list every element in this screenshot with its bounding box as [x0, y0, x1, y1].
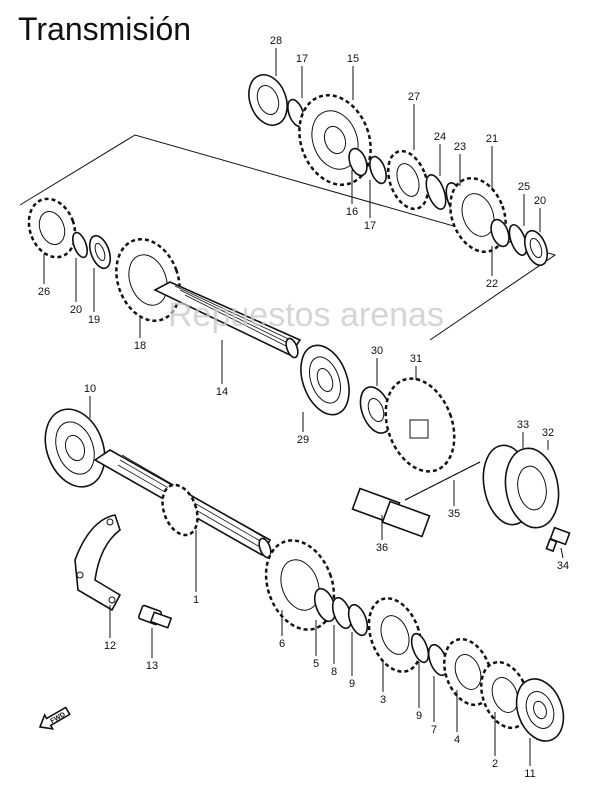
callout-29: 29	[297, 434, 309, 446]
callout-5: 5	[313, 658, 319, 670]
part-18-gear	[115, 237, 181, 323]
part-28-bearing	[248, 74, 288, 126]
callout-24: 24	[434, 131, 446, 143]
part-10-bearing	[44, 408, 106, 488]
part-1-mainshaft	[93, 449, 272, 559]
part-13-bolt	[137, 604, 173, 629]
fwd-label: FWD	[49, 711, 66, 725]
callout-16: 16	[346, 206, 358, 218]
callout-4: 4	[454, 734, 460, 746]
part-35-chain	[404, 461, 481, 501]
callout-2: 2	[492, 758, 498, 770]
part-19-washer	[88, 234, 112, 270]
callout-21: 21	[486, 133, 498, 145]
callout-6: 6	[279, 638, 285, 650]
callout-7: 7	[431, 724, 437, 736]
part-27-gear	[386, 149, 430, 211]
part-16-bushing	[348, 147, 368, 177]
leader-lines	[43, 48, 564, 766]
watermark: Repuestos arenas	[168, 296, 444, 334]
part-20-circlip	[523, 229, 549, 267]
part-17-washer	[369, 155, 387, 185]
callout-22: 22	[486, 278, 498, 290]
callout-27: 27	[408, 91, 420, 103]
part-24-washer	[425, 174, 447, 210]
callout-18: 18	[134, 340, 146, 352]
part-29-bearing	[300, 344, 350, 416]
callout-10: 10	[84, 383, 96, 395]
callout-15: 15	[347, 53, 359, 65]
part-14-countershaft	[153, 281, 302, 359]
callout-14: 14	[216, 386, 228, 398]
part-30-spacer	[359, 386, 393, 434]
callout-26: 26	[38, 286, 50, 298]
callout-19: 19	[88, 314, 100, 326]
callout-13: 13	[146, 660, 158, 672]
callout-34: 34	[557, 560, 569, 572]
part-15-gear	[298, 93, 372, 187]
callout-12: 12	[104, 640, 116, 652]
part-12-bracket	[74, 514, 122, 612]
callout-31: 31	[410, 353, 422, 365]
callout-1: 1	[193, 594, 199, 606]
diagram-title: Transmisión	[18, 11, 191, 47]
part-34-bolt	[545, 526, 571, 553]
callout-8: 8	[331, 666, 337, 678]
callout-20: 20	[70, 304, 82, 316]
callout-32: 32	[542, 427, 554, 439]
callout-3: 3	[380, 694, 386, 706]
callout-30: 30	[371, 345, 383, 357]
callout-23: 23	[454, 141, 466, 153]
part-31-sprocket	[384, 377, 456, 473]
part-3-gear	[367, 597, 423, 673]
part-9-circlip-lower	[410, 632, 430, 664]
callout-17-lower: 17	[364, 220, 376, 232]
part-36-master-link	[351, 487, 431, 538]
part-11-bearing	[515, 678, 565, 742]
part-22-washer	[490, 218, 510, 248]
part-32-sprocket-hub	[504, 447, 560, 529]
callout-25: 25	[518, 181, 530, 193]
callout-36: 36	[376, 542, 388, 554]
part-9-circlip	[347, 603, 369, 637]
callout-labels: 1 2 3 4 5 6 7 8 9 9 10 11 12 13 14 15 16…	[38, 35, 569, 780]
callout-9-lower: 9	[416, 710, 422, 722]
callout-17: 17	[296, 53, 308, 65]
callout-35: 35	[448, 508, 460, 520]
part-20-circlip-left	[72, 231, 88, 259]
callout-28: 28	[270, 35, 282, 47]
callout-20-upper: 20	[534, 195, 546, 207]
part-26-gear	[27, 197, 77, 259]
callout-9: 9	[349, 678, 355, 690]
callout-11: 11	[524, 768, 535, 780]
callout-33: 33	[517, 419, 529, 431]
countershaft-group-outline	[19, 134, 557, 341]
fwd-arrow-icon: FWD	[38, 706, 71, 730]
